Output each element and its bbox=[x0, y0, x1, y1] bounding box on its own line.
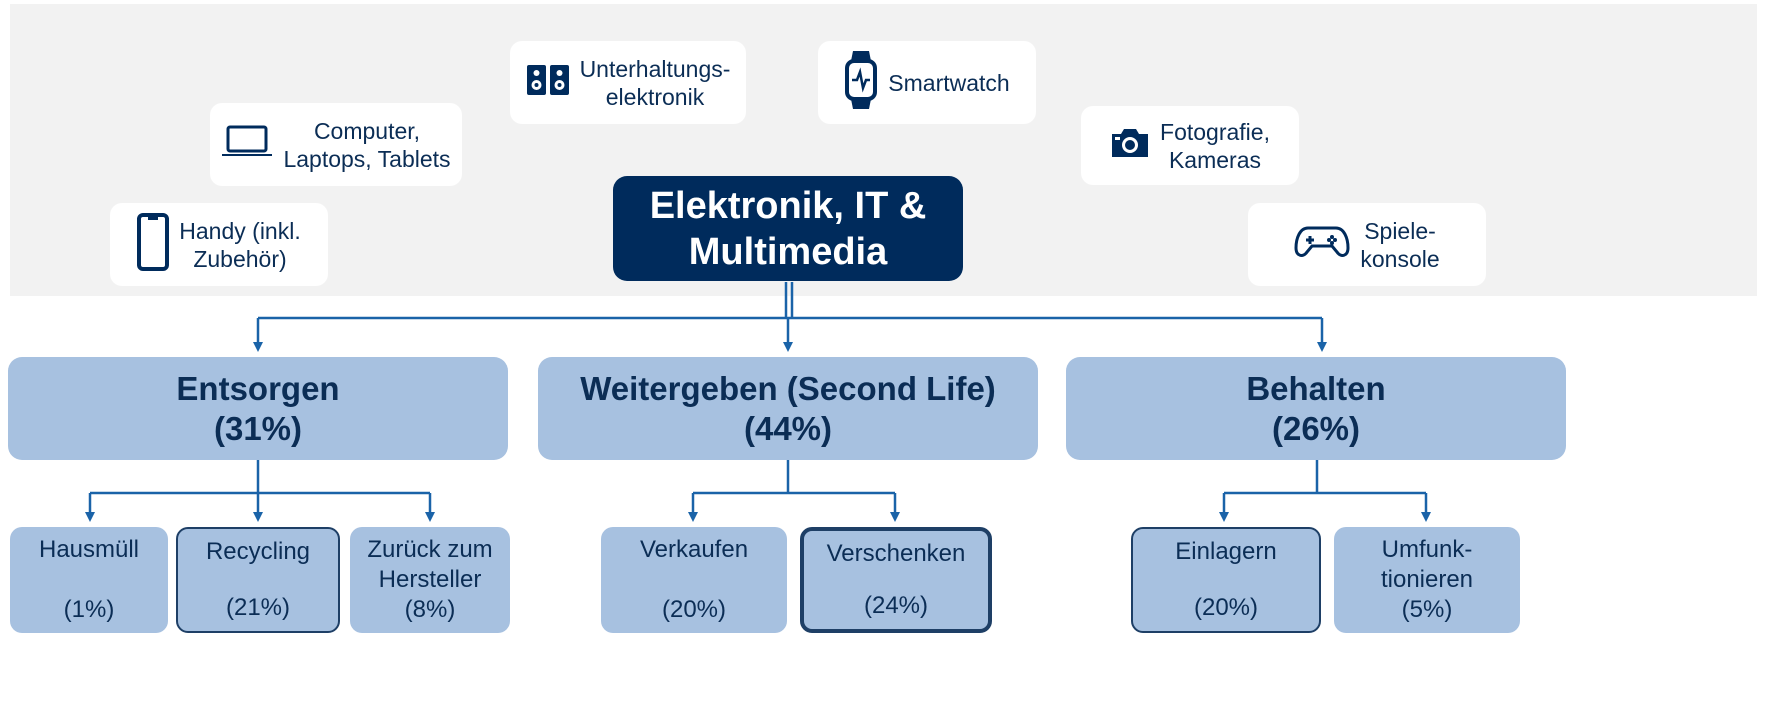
sub-option-hausmuell: Hausmüll (1%) bbox=[10, 527, 168, 633]
category-fotografie: Fotografie, Kameras bbox=[1081, 106, 1299, 185]
category-computer: Computer, Laptops, Tablets bbox=[210, 103, 462, 186]
sub-option-percent: (5%) bbox=[1401, 596, 1453, 623]
option-title: Behalten bbox=[1246, 369, 1386, 407]
smartwatch-icon bbox=[844, 49, 878, 117]
sub-option-label: Zurück zum Hersteller bbox=[367, 536, 493, 593]
camera-icon bbox=[1110, 127, 1150, 165]
laptop-icon bbox=[221, 125, 273, 165]
option-percent: (44%) bbox=[743, 409, 833, 447]
category-spielekonsole: Spiele- konsole bbox=[1248, 203, 1486, 286]
sub-option-percent: (24%) bbox=[863, 592, 929, 619]
category-label: Fotografie, Kameras bbox=[1160, 118, 1270, 173]
option-behalten: Behalten (26%) bbox=[1066, 357, 1566, 460]
sub-option-label: Umfunk- tionieren bbox=[1380, 536, 1474, 593]
option-percent: (26%) bbox=[1271, 409, 1361, 447]
category-label: Handy (inkl. Zubehör) bbox=[179, 217, 301, 272]
sub-option-umfunktionieren: Umfunk- tionieren (5%) bbox=[1334, 527, 1520, 633]
option-entsorgen: Entsorgen (31%) bbox=[8, 357, 508, 460]
gamepad-icon bbox=[1294, 224, 1350, 266]
category-label: Spiele- konsole bbox=[1360, 217, 1440, 272]
sub-option-percent: (20%) bbox=[661, 596, 727, 623]
sub-option-einlagern: Einlagern (20%) bbox=[1131, 527, 1321, 633]
center-topic: Elektronik, IT & Multimedia bbox=[613, 176, 963, 281]
category-handy: Handy (inkl. Zubehör) bbox=[110, 203, 328, 286]
sub-option-recycling: Recycling (21%) bbox=[176, 527, 340, 633]
sub-option-percent: (8%) bbox=[404, 596, 456, 623]
sub-option-label: Verkaufen bbox=[639, 536, 749, 563]
sub-option-zurueck: Zurück zum Hersteller (8%) bbox=[350, 527, 510, 633]
sub-option-label: Hausmüll bbox=[38, 536, 140, 563]
speakers-icon bbox=[526, 64, 570, 102]
center-title: Elektronik, IT & Multimedia bbox=[649, 184, 927, 273]
sub-option-verschenken: Verschenken (24%) bbox=[800, 527, 992, 633]
option-weitergeben: Weitergeben (Second Life) (44%) bbox=[538, 357, 1038, 460]
option-title: Entsorgen bbox=[176, 369, 340, 407]
sub-option-percent: (20%) bbox=[1193, 594, 1259, 621]
option-title: Weitergeben (Second Life) bbox=[580, 369, 996, 407]
sub-option-label: Verschenken bbox=[826, 540, 966, 567]
sub-option-label: Recycling bbox=[205, 538, 311, 565]
category-smartwatch: Smartwatch bbox=[818, 41, 1036, 124]
smartphone-icon bbox=[137, 212, 170, 277]
category-label: Computer, Laptops, Tablets bbox=[283, 117, 451, 172]
option-percent: (31%) bbox=[213, 409, 303, 447]
category-label: Smartwatch bbox=[888, 69, 1010, 96]
sub-option-percent: (1%) bbox=[63, 596, 115, 623]
sub-option-percent: (21%) bbox=[225, 594, 291, 621]
category-unterhaltung: Unterhaltungs- elektronik bbox=[510, 41, 746, 124]
category-label: Unterhaltungs- elektronik bbox=[579, 55, 731, 110]
sub-option-label: Einlagern bbox=[1175, 538, 1277, 565]
sub-option-verkaufen: Verkaufen (20%) bbox=[601, 527, 787, 633]
